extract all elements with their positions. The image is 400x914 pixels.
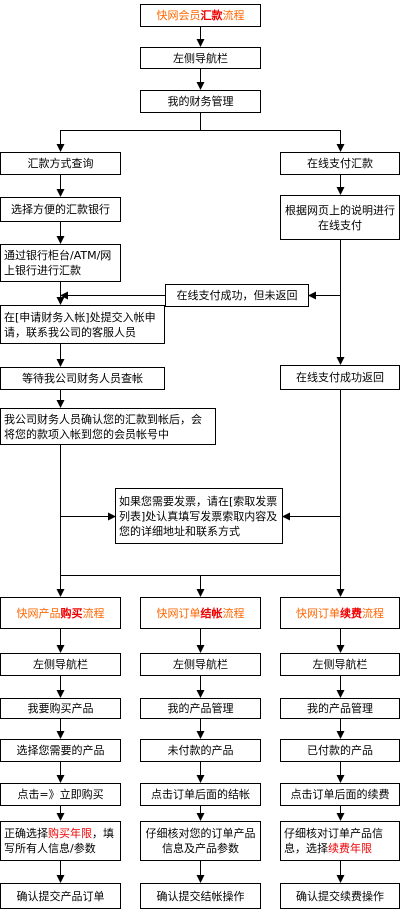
renewal-step-1: 左侧导航栏 bbox=[280, 653, 400, 676]
funds-confirmed-step: 我公司财务人员确认您的汇款到帐后，会将您的款项入帐到您的会员帐号中 bbox=[0, 408, 216, 445]
title-suffix: 流程 bbox=[222, 9, 245, 22]
checkout-step-2: 我的产品管理 bbox=[140, 698, 261, 719]
my-finance-step: 我的财务管理 bbox=[140, 90, 261, 113]
checkout-step-1: 左侧导航栏 bbox=[140, 653, 261, 676]
purchase-step-1: 左侧导航栏 bbox=[0, 653, 121, 676]
checkout-step-4: 点击订单后面的结帐 bbox=[140, 783, 261, 806]
checkout-confirm-step: 确认提交结帐操作 bbox=[140, 883, 261, 909]
remittance-flow-title: 快网会员汇款流程 bbox=[140, 4, 261, 27]
submit-request-step: 在[申请财务入帐]处提交入帐申请，联系我公司的客服人员 bbox=[0, 305, 165, 344]
invoice-note: 如果您需要发票，请在[索取发票列表]处认真填写发票索取内容及您的详细地址和联系方… bbox=[115, 488, 283, 544]
title-prefix: 快网会员 bbox=[156, 9, 201, 22]
top-left-nav-step: 左侧导航栏 bbox=[140, 47, 261, 69]
title-prefix: 快网订单 bbox=[296, 606, 340, 620]
title-highlight: 购买 bbox=[60, 606, 83, 620]
renewal-flow-title: 快网订单续费流程 bbox=[280, 597, 400, 629]
purchase-confirm-step: 确认提交产品订单 bbox=[0, 883, 121, 909]
pay-success-returned-step: 在线支付成功返回 bbox=[280, 365, 400, 390]
pay-success-not-returned: 在线支付成功，但未返回 bbox=[165, 284, 309, 307]
title-prefix: 快网订单 bbox=[156, 606, 201, 620]
bank-channels-step: 通过银行柜台/ATM/网上银行进行汇款 bbox=[0, 244, 121, 282]
choose-bank-step: 选择方便的汇款银行 bbox=[0, 197, 121, 222]
checkout-flow-title: 快网订单结帐流程 bbox=[140, 597, 261, 629]
purchase-years-highlight: 购买年限 bbox=[48, 827, 92, 840]
title-suffix: 流程 bbox=[362, 606, 384, 620]
checkout-step-5: 仔细核对您的订单产品信息及产品参数 bbox=[140, 821, 261, 861]
title-highlight: 汇款 bbox=[200, 9, 223, 22]
title-suffix: 流程 bbox=[222, 606, 245, 620]
purchase-flow-title: 快网产品购买流程 bbox=[0, 597, 121, 629]
renewal-step-3: 已付款的产品 bbox=[280, 739, 400, 762]
online-pay-step: 在线支付汇款 bbox=[280, 152, 400, 175]
renewal-step-5: 仔细核对订单产品信息，选择续费年限 bbox=[280, 821, 400, 861]
title-prefix: 快网产品 bbox=[16, 606, 61, 620]
purchase-step-5: 正确选择购买年限，填写所有人信息/参数 bbox=[0, 821, 121, 861]
title-highlight: 续费 bbox=[340, 606, 362, 620]
purchase-step-4: 点击=》立即购买 bbox=[0, 783, 121, 806]
step-text: ，填写所有人信息/参数 bbox=[4, 827, 114, 855]
step-text: 正确选择 bbox=[4, 827, 48, 840]
follow-instructions-step: 根据网页上的说明进行在线支付 bbox=[280, 195, 400, 240]
title-suffix: 流程 bbox=[82, 606, 105, 620]
purchase-step-2: 我要购买产品 bbox=[0, 698, 121, 719]
title-highlight: 结帐 bbox=[200, 606, 223, 620]
renewal-confirm-step: 确认提交续费操作 bbox=[280, 883, 400, 909]
wait-check-step: 等待我公司财务人员查帐 bbox=[0, 367, 165, 390]
step-text: 仔细核对订单产品信息，选择 bbox=[284, 827, 383, 855]
remit-method-query-step: 汇款方式查询 bbox=[0, 152, 121, 175]
renewal-step-4: 点击订单后面的续费 bbox=[280, 783, 400, 806]
renewal-step-2: 我的产品管理 bbox=[280, 698, 400, 719]
renewal-years-highlight: 续费年限 bbox=[328, 842, 372, 855]
checkout-step-3: 未付款的产品 bbox=[140, 739, 261, 762]
purchase-step-3: 选择您需要的产品 bbox=[0, 739, 121, 762]
